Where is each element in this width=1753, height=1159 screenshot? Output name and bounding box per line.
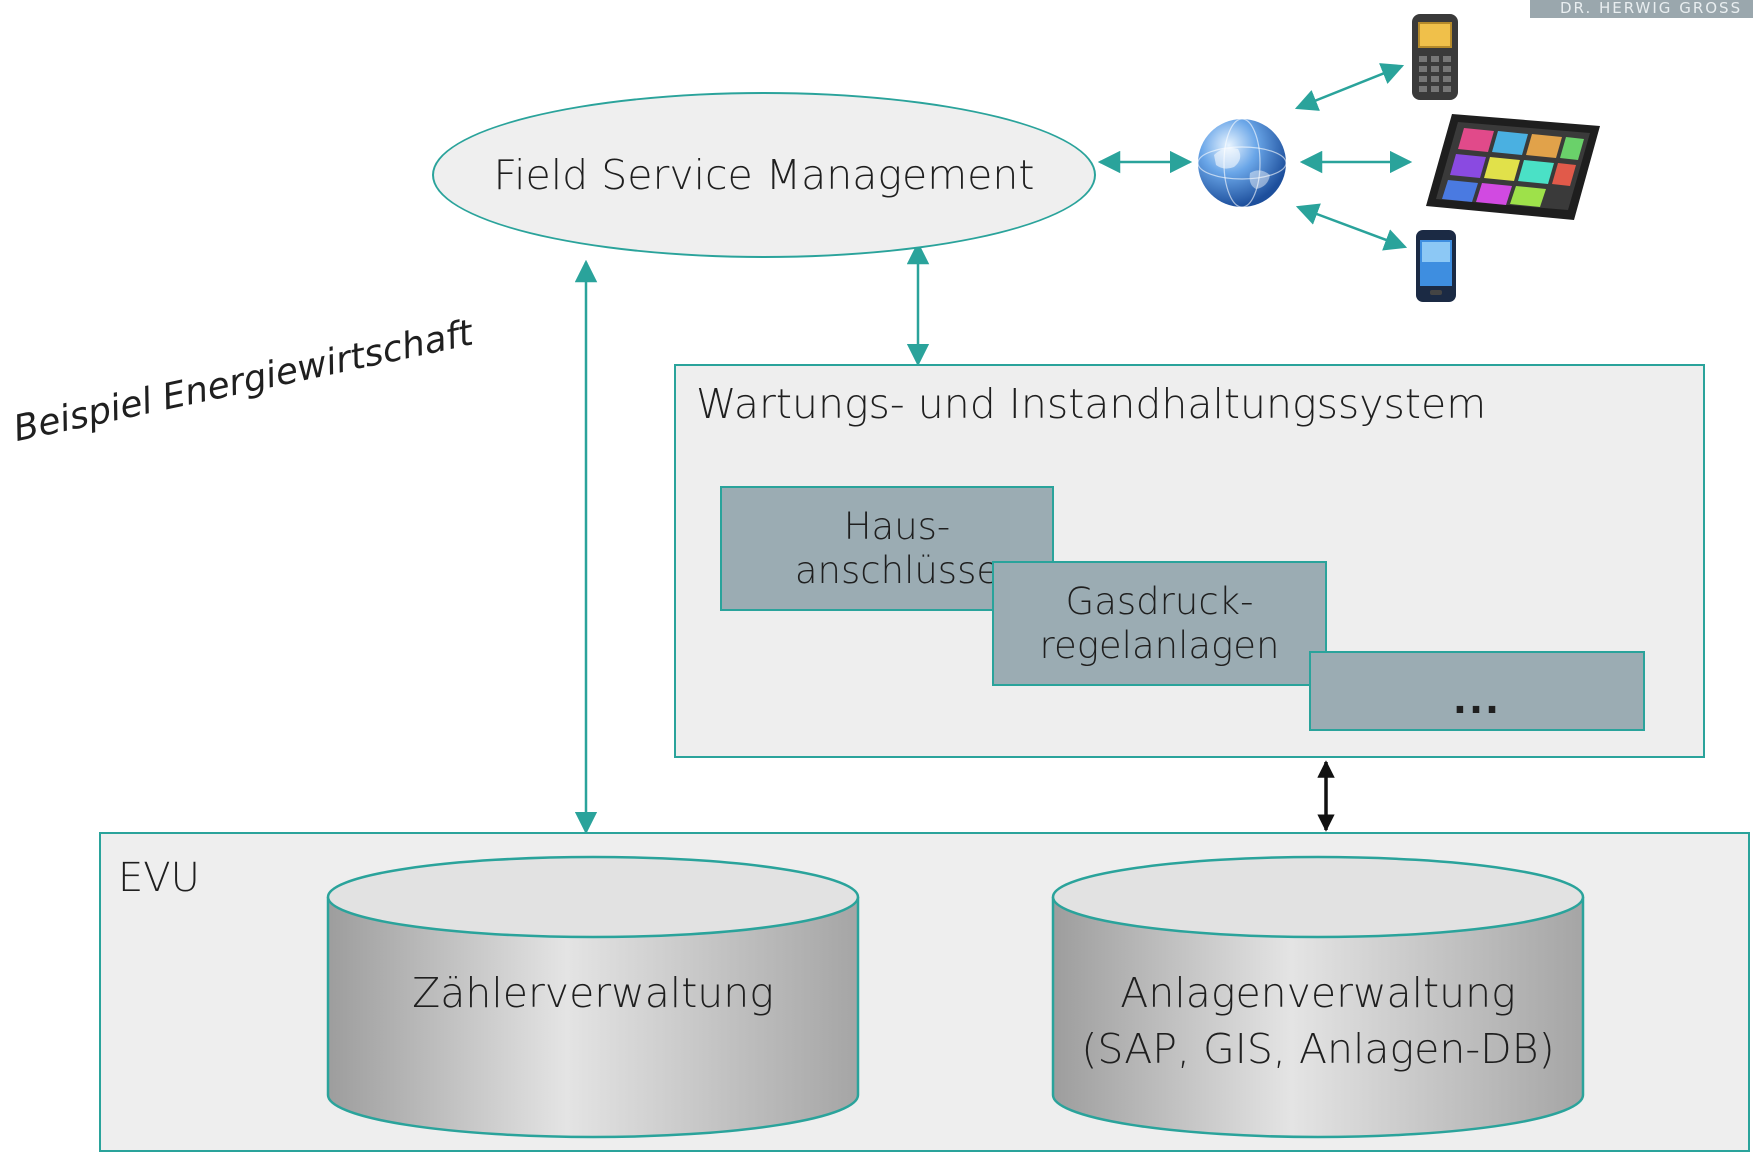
module-box-gasdruckregelanlagen: Gasdruck- regelanlagen [992, 561, 1327, 686]
fsm-label: Field Service Management [493, 151, 1035, 199]
database-label-line: Anlagenverwaltung [1120, 969, 1516, 1017]
module-box-more: ... [1309, 651, 1645, 731]
database-label-line: (SAP, GIS, Anlagen-DB) [1081, 1025, 1555, 1073]
database-zaehlerverwaltung [326, 855, 860, 1139]
handheld-device-icon [1412, 14, 1458, 100]
module-label: Haus- [843, 504, 951, 548]
module-box-hausanschluesse: Haus- anschlüsse [720, 486, 1054, 611]
tablet-icon [1426, 114, 1600, 220]
corner-tag: DR. HERWIG GROSS [1530, 0, 1753, 18]
database-label-zaehlerverwaltung: Zählerverwaltung [328, 965, 858, 1021]
module-label: anschlüsse [794, 548, 1000, 592]
module-label: ... [1452, 679, 1502, 722]
database-label-anlagenverwaltung: Anlagenverwaltung (SAP, GIS, Anlagen-DB) [1052, 965, 1584, 1077]
evu-label: EVU [118, 855, 200, 901]
arrow-globe-phone [1295, 203, 1408, 251]
arrow-globe-handheld [1294, 63, 1405, 111]
fsm-ellipse: Field Service Management [432, 92, 1096, 258]
globe-icon [1197, 118, 1287, 208]
smartphone-icon [1416, 230, 1456, 302]
module-label: Gasdruck- [1065, 579, 1254, 623]
maintenance-system-title: Wartungs- und Instandhaltungssystem [696, 380, 1487, 428]
database-label-line: Zählerverwaltung [412, 969, 774, 1017]
database-anlagenverwaltung [1051, 855, 1585, 1139]
module-label: regelanlagen [1039, 623, 1280, 667]
